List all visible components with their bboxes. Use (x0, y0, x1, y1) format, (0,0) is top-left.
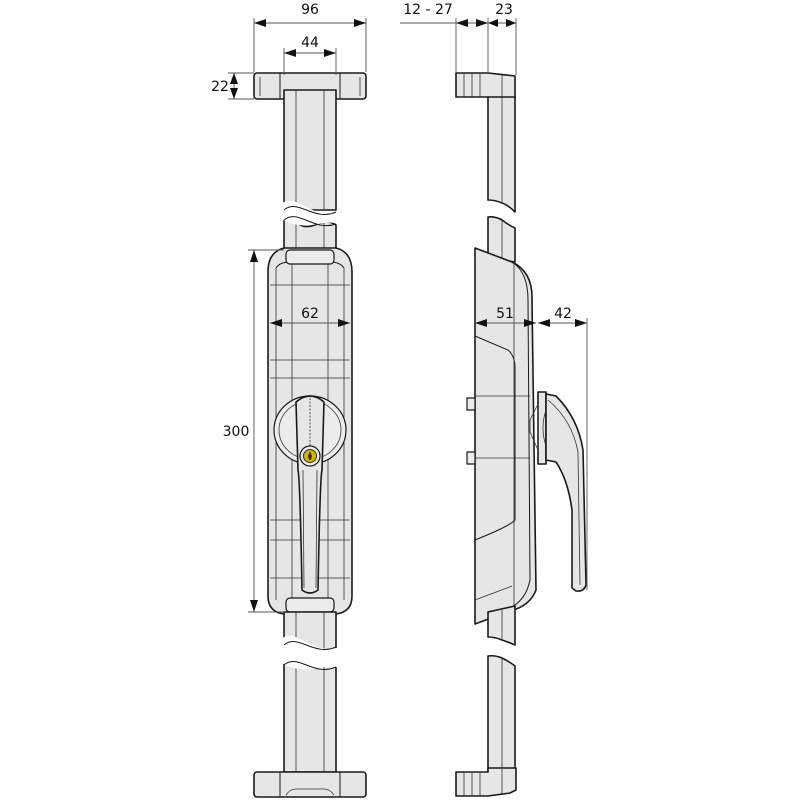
label-44: 44 (301, 35, 319, 51)
front-bottom-rod (283, 611, 337, 773)
side-bottom-bracket (455, 767, 517, 797)
label-12-27: 12 - 27 (403, 2, 453, 18)
label-51: 51 (496, 306, 514, 322)
side-handle (529, 391, 587, 592)
label-22: 22 (211, 79, 229, 95)
dimension-22: 22 (211, 72, 254, 100)
side-bottom-rod (487, 605, 516, 646)
dimension-42: 42 (538, 306, 588, 590)
dimension-51: 51 (475, 306, 536, 327)
label-62: 62 (301, 306, 319, 322)
dimension-23: 23 (488, 2, 517, 75)
label-23: 23 (495, 2, 513, 18)
dimension-44: 44 (283, 35, 337, 75)
side-top-bracket (455, 72, 516, 100)
front-view (253, 72, 367, 798)
dimension-12-27: 12 - 27 (400, 2, 489, 72)
front-bottom-bracket (253, 771, 367, 798)
label-42: 42 (554, 306, 572, 322)
dimension-62: 62 (270, 306, 350, 327)
label-300: 300 (223, 424, 250, 440)
side-lock-housing (466, 247, 537, 625)
front-top-bracket (253, 72, 367, 100)
side-top-rod (487, 96, 516, 213)
break-mark-bottom (280, 635, 340, 670)
dimension-300: 300 (223, 249, 284, 613)
side-view (455, 72, 587, 797)
label-96: 96 (301, 2, 319, 18)
front-handle (273, 395, 347, 594)
dimension-96: 96 (253, 2, 367, 72)
